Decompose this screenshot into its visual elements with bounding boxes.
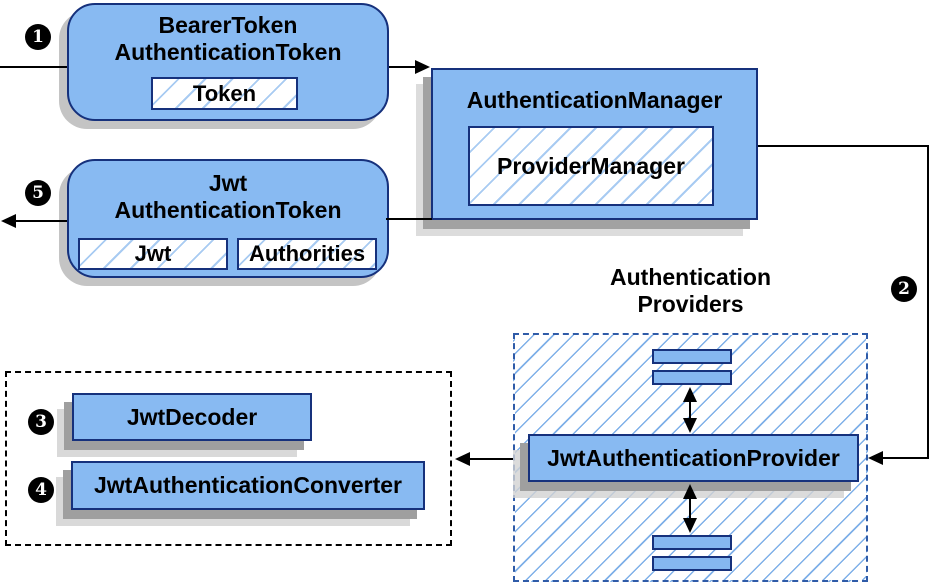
arrow-head-left-icon <box>455 452 470 466</box>
jwt-token-node-title: Jwt AuthenticationToken <box>69 170 387 224</box>
step-5-number: 5 <box>32 183 44 203</box>
other-provider-bar <box>652 349 732 364</box>
other-provider-bar <box>652 535 732 550</box>
step-3-badge: 3 <box>28 409 54 435</box>
token-field-label: Token <box>192 80 257 106</box>
step-2-number: 2 <box>898 279 910 299</box>
jwt-tools-group: JwtDecoder JwtAuthenticationConverter <box>5 371 452 546</box>
arrow-head-left-icon <box>1 214 16 228</box>
token-field: Token <box>151 77 298 110</box>
step-1-badge: 1 <box>25 24 51 50</box>
jwt-field: Jwt <box>78 238 228 270</box>
bearer-token-authentication-token-node: BearerToken AuthenticationToken Token <box>67 3 389 121</box>
other-provider-bar <box>652 370 732 385</box>
authentication-providers-heading: Authentication Providers <box>513 264 868 318</box>
jwt-authentication-token-node: Jwt AuthenticationToken Jwt Authorities <box>67 159 389 278</box>
jwt-authentication-converter-label: JwtAuthenticationConverter <box>94 472 402 498</box>
provider-manager-node: ProviderManager <box>468 126 714 206</box>
bearer-token-node-title: BearerToken AuthenticationToken <box>69 12 387 66</box>
jwt-token-title-line1: Jwt <box>208 170 248 196</box>
jwt-field-label: Jwt <box>134 241 172 266</box>
authentication-providers-container: JwtAuthenticationProvider <box>513 333 868 582</box>
providers-heading-line2: Providers <box>637 291 744 317</box>
providers-heading-line1: Authentication <box>610 264 771 290</box>
jwt-decoder-label: JwtDecoder <box>126 403 258 430</box>
bearer-token-title-line1: BearerToken <box>158 12 298 38</box>
other-provider-bar <box>652 556 732 571</box>
authentication-manager-node: AuthenticationManager ProviderManager <box>431 68 758 220</box>
jwt-authentication-provider-label: JwtAuthenticationProvider <box>547 444 840 471</box>
arrow-head-left-icon <box>868 451 883 465</box>
step-2-badge: 2 <box>891 276 917 302</box>
authorities-field: Authorities <box>237 238 377 270</box>
arrow-head-right-icon <box>415 60 430 74</box>
bearer-token-title-line2: AuthenticationToken <box>114 39 342 65</box>
step-5-badge: 5 <box>25 180 51 206</box>
jwt-authentication-converter-node: JwtAuthenticationConverter <box>71 461 425 510</box>
step-4-number: 4 <box>35 480 47 500</box>
jwt-decoder-node: JwtDecoder <box>72 393 312 441</box>
authentication-manager-title: AuthenticationManager <box>466 87 723 113</box>
jwt-authentication-provider-node: JwtAuthenticationProvider <box>528 434 859 482</box>
step-1-number: 1 <box>32 27 44 47</box>
step-4-badge: 4 <box>28 477 54 503</box>
step-3-number: 3 <box>35 412 47 432</box>
provider-manager-label: ProviderManager <box>497 152 685 179</box>
authorities-field-label: Authorities <box>248 241 366 266</box>
jwt-token-title-line2: AuthenticationToken <box>114 197 342 223</box>
